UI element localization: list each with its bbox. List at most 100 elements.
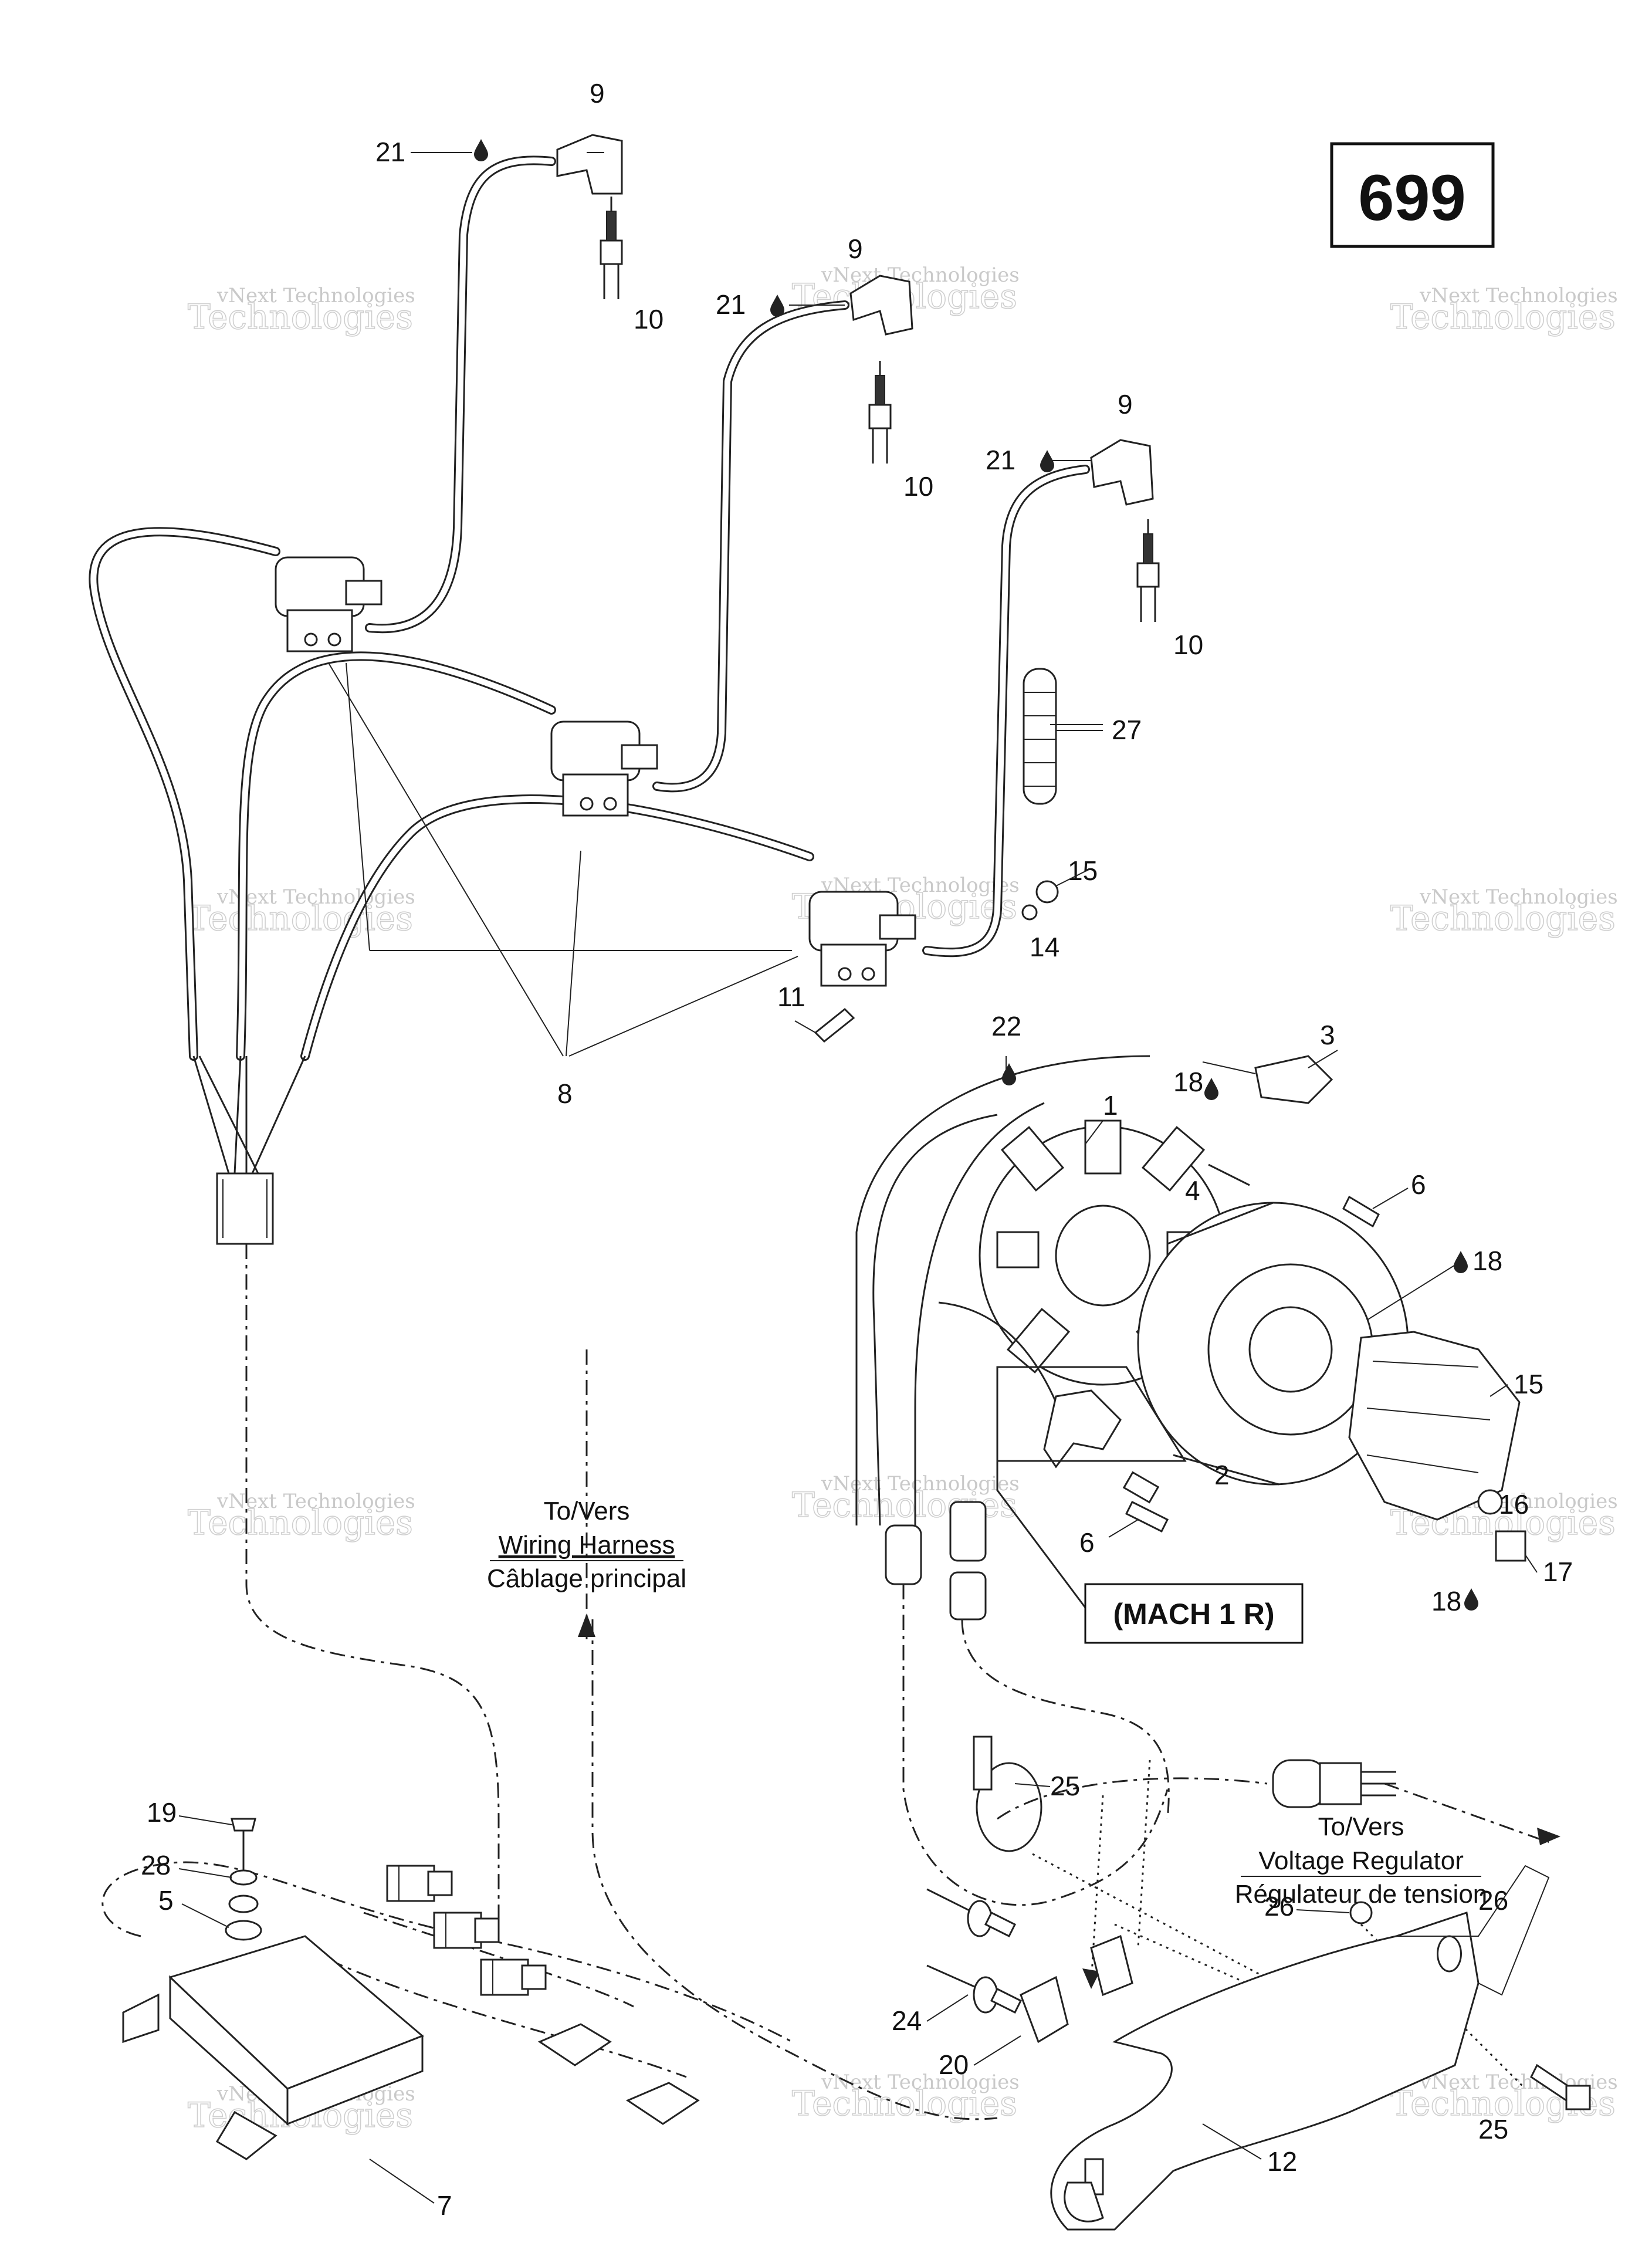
part-label: 3 (1320, 1020, 1335, 1050)
part-label: 7 (437, 2190, 452, 2221)
part-label: 27 (1112, 715, 1142, 745)
bolt-head (1565, 2085, 1591, 2110)
watermark-text: vNext Technologies (821, 263, 1020, 287)
part-label: 1 (1103, 1090, 1118, 1121)
harness-caption-line1: To/Vers (544, 1497, 630, 1525)
flywheel (1137, 1202, 1409, 1486)
watermark-text: Technologies (1390, 297, 1616, 337)
push-rivet (926, 1888, 1023, 2014)
watermark-text: vNext Technologies (821, 2071, 1020, 2094)
part-label: 12 (1267, 2146, 1297, 2177)
wiring-harness-caption: To/Vers Wiring Harness Câblage principal (487, 1497, 686, 1593)
drop-icon (1040, 450, 1054, 472)
part-label: 25 (1050, 1771, 1080, 1801)
connector-group (386, 1865, 700, 2125)
regulator-caption-line3: Régulateur de tension (1235, 1880, 1488, 1909)
screw (814, 1007, 855, 1043)
part-label: 25 (1478, 2114, 1508, 2144)
part-label: 20 (939, 2049, 969, 2080)
part-label: 6 (1411, 1169, 1426, 1200)
diagram-number-box: 699 (1330, 142, 1495, 248)
sleeve (1023, 668, 1057, 805)
part-labels: 9 21 10 9 21 10 9 21 10 27 15 14 11 8 22… (141, 78, 1573, 2221)
washer (1477, 1489, 1503, 1515)
washer (1021, 904, 1038, 921)
part-label: 18 (1472, 1246, 1502, 1276)
nut (1035, 880, 1059, 904)
screw (1125, 1500, 1169, 1533)
regulator-connector (1272, 1759, 1396, 1808)
part-label: 28 (141, 1850, 171, 1880)
drop-icon (474, 139, 488, 161)
part-label: 19 (147, 1797, 177, 1828)
regulator-caption-line2: Voltage Regulator (1258, 1846, 1464, 1875)
part-label: 16 (1499, 1489, 1529, 1520)
part-label: 15 (1068, 855, 1098, 886)
part-label: 15 (1514, 1369, 1543, 1399)
watermark-text: Technologies (1390, 898, 1616, 938)
part-label: 11 (777, 982, 805, 1012)
watermark-text: Technologies (188, 297, 413, 337)
drop-icon (1002, 1063, 1016, 1085)
part-label: 4 (1185, 1175, 1200, 1206)
spark-plug-cap (556, 134, 1160, 623)
part-label: 10 (634, 304, 663, 334)
part-label: 21 (375, 137, 405, 167)
watermark-text: Technologies (188, 1503, 413, 1542)
diagram-number: 699 (1358, 162, 1466, 234)
arrow-right-icon (1537, 1828, 1560, 1845)
watermark-group: vNext Technologies Technologies vNext Te… (187, 263, 1618, 2136)
tie-strap (973, 1736, 1042, 1852)
nut (1349, 1901, 1373, 1924)
mach-callout: (MACH 1 R) (996, 1366, 1304, 1644)
part-label: 10 (1173, 630, 1203, 660)
part-label: 2 (1214, 1460, 1230, 1490)
multi-connector (216, 1172, 274, 1245)
harness-caption-line3: Câblage principal (487, 1564, 686, 1593)
harness-caption-line2: Wiring Harness (499, 1531, 675, 1559)
part-label: 9 (848, 234, 863, 264)
part-label: 21 (986, 445, 1015, 475)
regulator-caption-line1: To/Vers (1318, 1812, 1404, 1841)
watermark-text: vNext Technologies (821, 1472, 1020, 1496)
part-label: 14 (1030, 932, 1059, 962)
bolt-stack (225, 1818, 262, 1941)
clip (1020, 1975, 1069, 2044)
part-label: 10 (903, 471, 933, 502)
watermark-text: vNext Technologies (1419, 284, 1618, 307)
part-label: 9 (1118, 389, 1133, 420)
drop-icon (1204, 1078, 1218, 1100)
label-leaders (178, 724, 1538, 2204)
stator-harness (855, 1055, 1150, 1621)
part-label: 18 (1173, 1067, 1203, 1097)
watermark-text: vNext Technologies (1419, 885, 1618, 909)
part-label: 21 (716, 289, 746, 320)
drop-icon (1464, 1588, 1478, 1611)
arrow-up-icon (578, 1613, 595, 1637)
arrow-down-icon (1082, 1968, 1100, 1989)
leader-lines (328, 152, 1103, 1057)
electronic-module (122, 1935, 424, 2160)
part-label: 17 (1543, 1557, 1573, 1587)
voltage-regulator-caption: To/Vers Voltage Regulator Régulateur de … (1235, 1812, 1488, 1909)
part-label: 8 (557, 1078, 573, 1109)
mounting-support (1050, 1865, 1550, 2231)
watermark-text: vNext Technologies (216, 1490, 415, 1513)
part-label: 26 (1478, 1885, 1508, 1916)
bolt (1495, 1530, 1526, 1562)
trigger-coil (1043, 1389, 1160, 1504)
drop-icon (770, 295, 784, 317)
watermark-text: Technologies (188, 898, 413, 938)
part-label: 26 (1264, 1891, 1294, 1922)
part-label: 6 (1079, 1527, 1095, 1558)
mach-callout-label: (MACH 1 R) (1113, 1598, 1275, 1630)
part-label: 18 (1431, 1586, 1461, 1616)
screw (1342, 1195, 1380, 1228)
clip (1090, 1934, 1133, 1997)
watermark-text: vNext Technologies (216, 284, 415, 307)
part-label: 5 (158, 1885, 174, 1916)
part-label: 9 (590, 78, 605, 109)
screw (1208, 1163, 1250, 1186)
part-label: 24 (892, 2005, 922, 2036)
